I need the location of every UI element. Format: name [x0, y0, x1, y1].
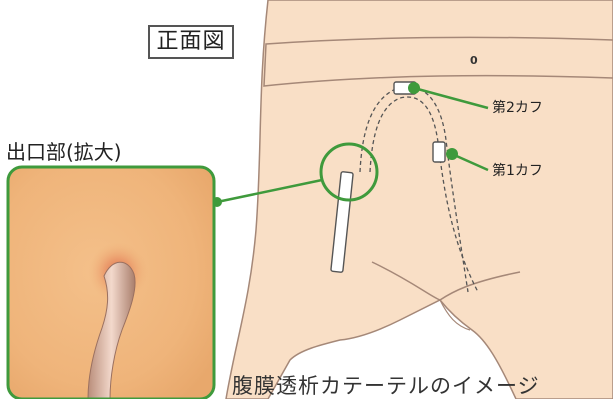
- diagram-caption: 腹膜透析カテーテルのイメージ: [232, 370, 540, 400]
- first-cuff: [433, 142, 445, 162]
- exit-site-magnified-panel: [8, 167, 214, 399]
- first-cuff-callout-dot: [446, 148, 458, 160]
- waistband-mark: 0: [470, 54, 478, 67]
- view-title: 正面図: [148, 25, 234, 59]
- second-cuff-callout-dot: [408, 82, 420, 94]
- first-cuff-label: 第1カフ: [492, 160, 543, 180]
- second-cuff-label: 第2カフ: [492, 97, 543, 117]
- exit-site-title: 出口部(拡大): [6, 136, 122, 165]
